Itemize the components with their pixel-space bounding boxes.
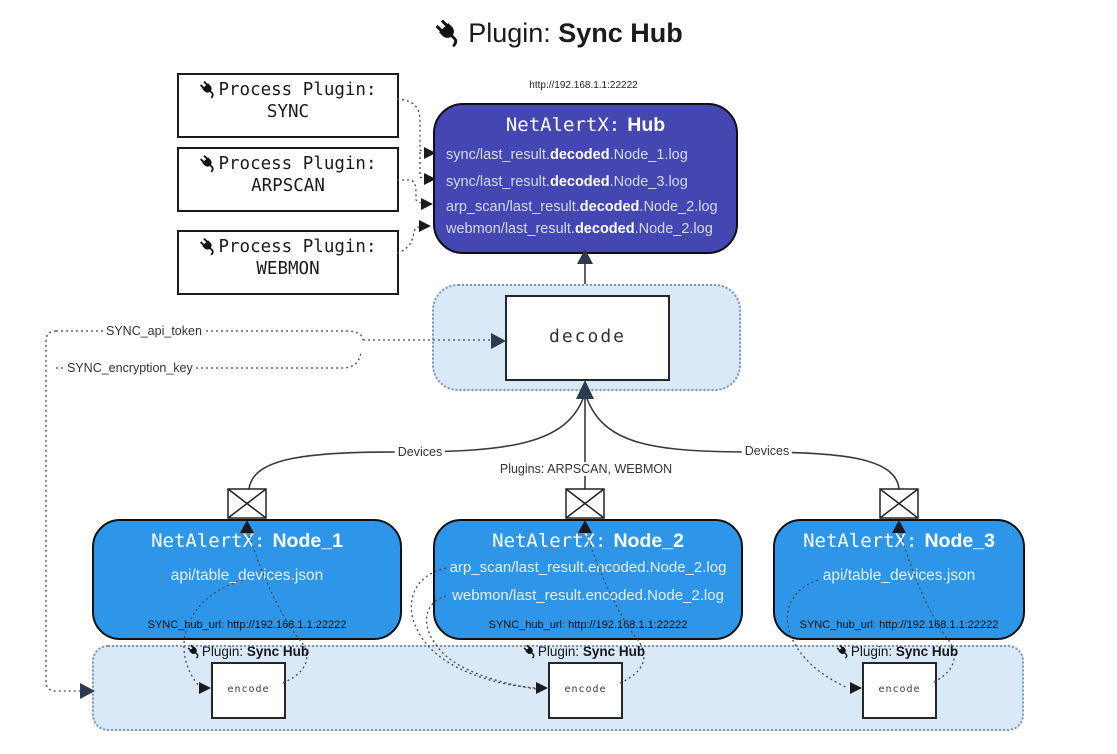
hub-log-line: webmon/last_result.decoded.Node_2.log xyxy=(446,221,713,237)
node-footer: SYNC_hub_url: http://192.168.1.1:22222 xyxy=(488,619,688,631)
label-plugins-middle: Plugins: ARPSCAN, WEBMON xyxy=(496,462,676,476)
hub-log-line: sync/last_result.decoded.Node_3.log xyxy=(446,174,688,190)
decode-box: decode xyxy=(505,295,670,381)
encode-section-label: Plugin: Sync Hub xyxy=(186,643,309,659)
encode-section-label: Plugin: Sync Hub xyxy=(835,643,958,659)
process-plugin-box-sync: Process Plugin: SYNC xyxy=(177,73,399,138)
envelope-icon xyxy=(879,488,919,519)
node-log-line: api/table_devices.json xyxy=(822,567,976,584)
node-title: NetAlertX:Node_3 xyxy=(803,530,995,552)
process-plugin-name: SYNC xyxy=(266,102,310,122)
title-prefix: Plugin: xyxy=(468,18,551,48)
node-box-node-2: NetAlertX:Node_2 arp_scan/last_result.en… xyxy=(433,519,743,640)
node-box-node-3: NetAlertX:Node_3 api/table_devices.json … xyxy=(773,519,1025,640)
node-title: NetAlertX:Node_1 xyxy=(151,530,343,552)
node-log-line: api/table_devices.json xyxy=(170,567,324,584)
envelope-icons xyxy=(227,488,919,519)
label-devices-left: Devices xyxy=(394,445,446,459)
process-plugin-label: Process Plugin: xyxy=(218,154,377,174)
hub-title-name: Hub xyxy=(627,114,666,136)
process-plugin-label: Process Plugin: xyxy=(218,237,377,257)
connector-arpscan-to-hub xyxy=(397,179,422,204)
connector-sync-to-hub xyxy=(396,98,425,153)
plug-icon xyxy=(186,643,202,659)
plug-icon xyxy=(522,643,538,659)
hub-log-line: sync/last_result.decoded.Node_1.log xyxy=(446,147,688,163)
plug-icon xyxy=(835,643,851,659)
node-footer: SYNC_hub_url: http://192.168.1.1:22222 xyxy=(799,619,999,631)
node-log-line: arp_scan/last_result.encoded.Node_2.log xyxy=(449,559,727,576)
node-box-node-1: NetAlertX:Node_1 api/table_devices.json … xyxy=(92,519,402,640)
envelope-icon xyxy=(565,488,605,519)
hub-log-line: arp_scan/last_result.decoded.Node_2.log xyxy=(446,199,718,215)
node-title: NetAlertX:Node_2 xyxy=(492,530,684,552)
encode-section-label: Plugin: Sync Hub xyxy=(522,643,645,659)
node-footer: SYNC_hub_url: http://192.168.1.1:22222 xyxy=(147,619,347,631)
connector-config-to-encode xyxy=(45,330,80,692)
plug-icon xyxy=(433,17,464,48)
process-plugin-box-webmon: Process Plugin: WEBMON xyxy=(177,230,399,295)
label-sync-encryption-key: SYNC_encryption_key xyxy=(64,361,196,375)
hub-title-prefix: NetAlertX: xyxy=(505,114,621,136)
process-plugin-name: WEBMON xyxy=(256,259,320,279)
encode-box: encode xyxy=(211,662,286,719)
hub-box: NetAlertX: Hub sync/last_result.decoded.N… xyxy=(433,103,738,254)
plug-icon xyxy=(198,153,219,173)
encode-box: encode xyxy=(862,662,937,719)
plug-icon xyxy=(198,236,219,256)
process-plugin-label: Process Plugin: xyxy=(218,80,377,100)
label-sync-api-token: SYNC_api_token xyxy=(103,324,205,338)
process-plugin-name: ARPSCAN xyxy=(251,176,325,196)
page-title: Plugin: Sync Hub xyxy=(0,17,1117,49)
label-devices-right: Devices xyxy=(741,444,793,458)
plug-icon xyxy=(198,79,219,99)
hub-url: http://192.168.1.1:22222 xyxy=(529,80,638,91)
connector-webmon-to-hub xyxy=(396,226,420,254)
node-log-line: webmon/last_result.encoded.Node_2.log xyxy=(452,587,724,604)
encode-box: encode xyxy=(548,662,623,719)
envelope-icon xyxy=(227,488,267,519)
hub-title: NetAlertX: Hub xyxy=(435,114,736,137)
title-name: Sync Hub xyxy=(558,18,683,48)
process-plugin-box-arpscan: Process Plugin: ARPSCAN xyxy=(177,147,399,212)
connector-sync-to-hub-2 xyxy=(419,152,425,180)
